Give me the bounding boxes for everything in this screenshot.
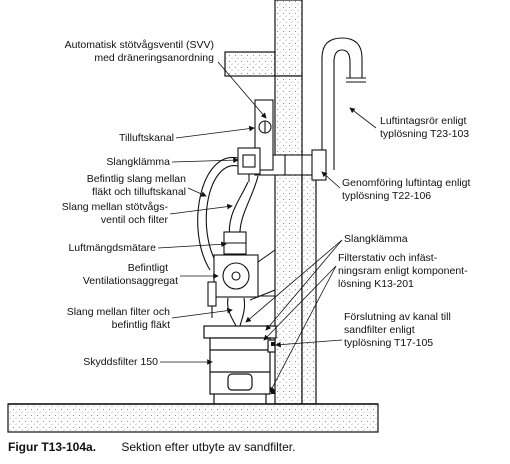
label-slang-svv-2: ventil och filter — [101, 214, 169, 226]
label-slangklamma-left: Slangklämma — [106, 156, 170, 168]
label-luftmangdsmatare: Luftmängdsmätare — [68, 242, 156, 254]
main-wall — [274, 75, 303, 405]
left-labels: Automatisk stötvågsventil (SVV) med drän… — [62, 39, 214, 368]
right-labels: Luftintagsrör enligt typlösning T23-103 … — [338, 115, 470, 349]
air-intake-pipe — [321, 37, 366, 170]
label-ventilationsaggregat-2: Ventilationsaggregat — [83, 275, 178, 287]
ventilation-unit — [207, 254, 259, 318]
label-befintlig-slang-1: Befintlig slang mellan — [87, 173, 186, 185]
label-filterstativ-3: lösning K13-201 — [338, 278, 414, 290]
label-luftintag-2: typlösning T23-103 — [380, 128, 469, 140]
label-filterstativ-1: Filterstativ och infäst- — [338, 252, 438, 264]
floor-slab — [7, 403, 379, 433]
hose-filter-fan — [227, 297, 246, 327]
label-slang-filter-1: Slang mellan filter och — [67, 306, 170, 318]
label-forslutning-1: Förslutning av kanal till — [344, 311, 451, 323]
figure-caption: Figur T13-104a. Sektion efter utbyte av … — [8, 440, 295, 454]
air-flow-meter — [223, 231, 247, 255]
label-skyddsfilter: Skyddsfilter 150 — [83, 356, 158, 368]
label-forslutning-3: typlösning T17-105 — [344, 337, 433, 349]
shock-wave-valve — [237, 147, 261, 182]
label-genomforing-2: typlösning T22-106 — [342, 190, 431, 202]
label-slangklamma-right: Slangklämma — [344, 233, 408, 245]
upper-wall — [274, 0, 303, 77]
filter-stand — [249, 249, 276, 301]
label-filterstativ-2: ningsram enligt komponent- — [338, 265, 468, 277]
label-genomforing-1: Genomföring luftintag enligt — [342, 177, 470, 189]
label-svv-1: Automatisk stötvågsventil (SVV) — [65, 39, 214, 51]
ceiling-slab — [224, 51, 276, 77]
label-tilluftskanal: Tilluftskanal — [119, 132, 174, 144]
label-ventilationsaggregat-1: Befintligt — [128, 262, 168, 274]
leader-lines — [157, 61, 377, 393]
label-svv-2: med dräneringsanordning — [94, 52, 214, 64]
protective-filter — [203, 325, 277, 404]
label-luftintag-1: Luftintagsrör enligt — [380, 115, 466, 127]
figure-caption-text: Sektion efter utbyte av sandfilter. — [121, 440, 296, 454]
label-forslutning-2: sandfilter enligt — [344, 324, 415, 336]
label-befintlig-slang-2: fläkt och tilluftskanal — [92, 186, 186, 198]
outer-wall — [301, 169, 317, 405]
label-slang-filter-2: befintlig fläkt — [112, 319, 170, 331]
figure-number: Figur T13-104a. — [8, 440, 97, 454]
label-slang-svv-1: Slang mellan stötvågs- — [62, 201, 169, 213]
